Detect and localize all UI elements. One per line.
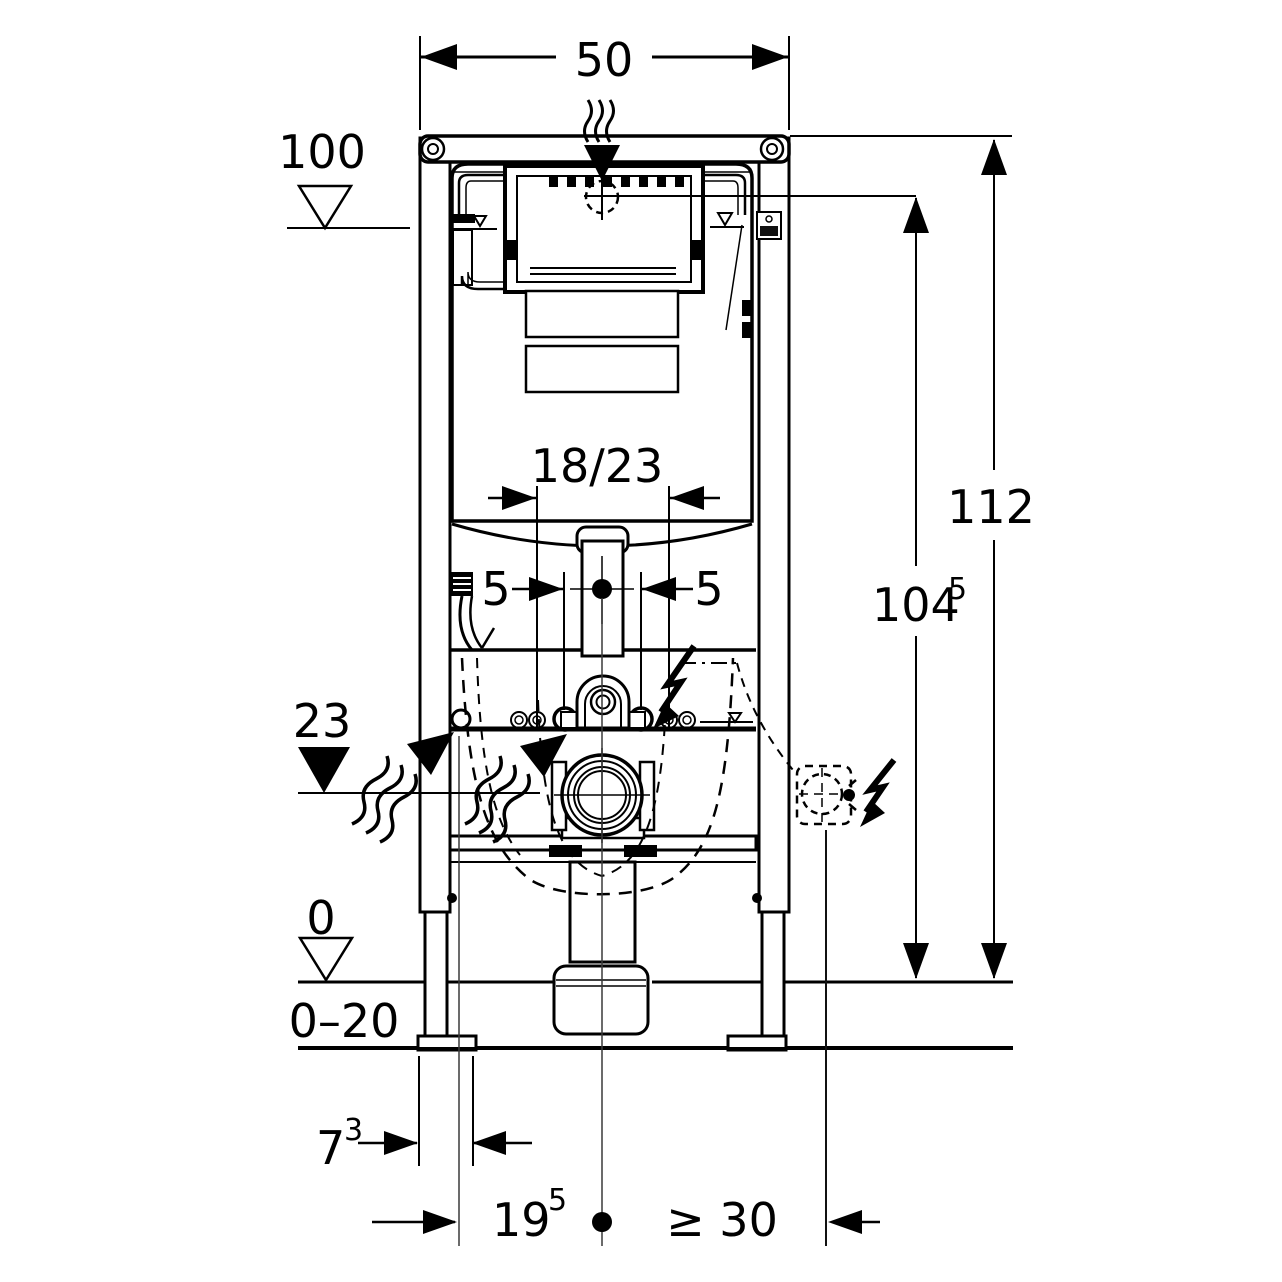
floor-sleeve <box>552 964 650 1036</box>
cistern-label-plate <box>524 289 680 339</box>
flush-valve-tower <box>570 525 634 658</box>
water-supply-connection <box>560 674 646 730</box>
odor-extraction-icon <box>583 99 620 181</box>
dim-offset-left-label: 5 <box>481 562 510 616</box>
level-mark-100: 100 <box>278 125 410 231</box>
dim-frame-depth: 7 3 <box>316 1056 532 1175</box>
plug-icon <box>843 789 855 801</box>
level-0-label: 0 <box>306 891 335 945</box>
dim-water-offsets: 5 5 <box>481 562 724 710</box>
level-mark-0: 0 <box>297 891 355 983</box>
dim-depth-label: 7 <box>316 1121 345 1175</box>
screw-hole-left-icon <box>420 136 446 162</box>
dim-setout-sup: 5 <box>548 1183 567 1218</box>
electrical-provision <box>795 758 897 827</box>
dim-actuation-height-sup: 5 <box>948 572 967 607</box>
fill-valve-top <box>451 214 475 223</box>
dim-actuation-height: 104 5 <box>872 197 967 979</box>
frame-leg-left <box>423 910 449 1040</box>
centerlines <box>458 598 827 1246</box>
frame-leg-right <box>760 910 786 1040</box>
fixing-arrow-icon <box>351 732 454 844</box>
concealed-cistern <box>450 162 782 651</box>
frame-rail-left <box>418 136 452 914</box>
dim-actuation-height-label: 104 <box>872 578 960 632</box>
leg-clamp-right <box>752 893 762 903</box>
flex-hose <box>451 572 496 651</box>
window-ticks <box>549 177 684 187</box>
dim-setout-label: 19 <box>492 1193 551 1247</box>
water-level-icon <box>472 215 488 228</box>
dim-total-height: 112 <box>947 139 1035 979</box>
fixing-row <box>450 648 756 732</box>
floor-range-label: 0–20 <box>289 994 400 1048</box>
dim-pan-fixing-label: 18/23 <box>531 439 664 493</box>
lightning-bolt-icon <box>860 758 897 827</box>
outlet-axis-dot <box>592 1212 612 1232</box>
fixing-arrow-icon <box>464 734 567 844</box>
level-triangle-icon <box>296 184 354 231</box>
dim-clearance-label: ≥ 30 <box>666 1193 778 1247</box>
center-reference-dot <box>592 579 612 599</box>
level-100-label: 100 <box>278 125 366 179</box>
dim-outlet-setout: 19 5 ≥ 30 <box>372 1183 880 1247</box>
lightning-bolt-icon <box>653 644 697 729</box>
level-triangle-filled-icon <box>298 747 350 793</box>
water-level-icon <box>727 712 743 724</box>
level-triangle-icon <box>297 936 355 983</box>
frame-rail-right <box>757 136 791 914</box>
dim-total-height-label: 112 <box>947 480 1035 534</box>
level-23-label: 23 <box>293 694 352 748</box>
dim-pan-fixing-spacing: 18/23 <box>488 439 720 727</box>
dimension-annotations: 50 100 112 104 5 <box>278 30 1035 1247</box>
water-level-icon <box>716 212 734 227</box>
mounting-frame <box>416 134 791 1052</box>
leg-clamp-left <box>447 893 457 903</box>
waste-outlet-bend <box>550 748 656 843</box>
dim-depth-sup: 3 <box>344 1113 363 1148</box>
dim-offset-right-label: 5 <box>694 562 723 616</box>
cistern-label-plate <box>524 344 680 394</box>
dim-frame-width: 50 <box>419 30 790 130</box>
dim-frame-width-label: 50 <box>575 33 634 87</box>
screw-hole-right-icon <box>759 136 785 162</box>
level-mark-23: 23 <box>293 694 540 794</box>
brand-label-icon <box>756 211 782 240</box>
